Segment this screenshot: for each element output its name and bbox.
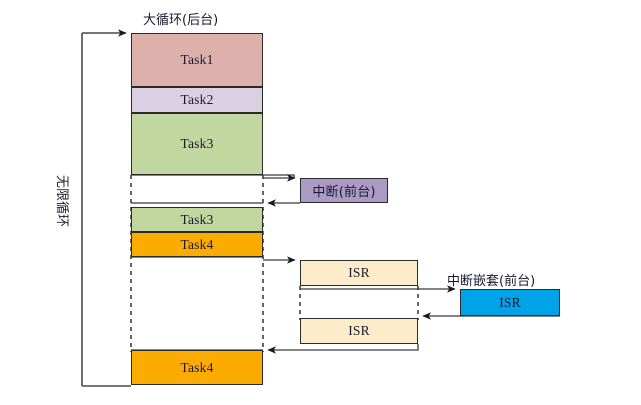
task-block-task4-resume: Task4 [131, 350, 263, 385]
infinite-loop-arrow [81, 29, 131, 387]
task-block-task3: Task3 [131, 113, 263, 175]
isr-block-upper: ISR [300, 260, 418, 286]
dashed-guides [130, 175, 264, 352]
gap-rules [131, 174, 263, 351]
infinite-loop-label: 无限循环 [54, 175, 69, 228]
dashed-guides-isr [299, 286, 419, 320]
isr-block-lower: ISR [300, 318, 418, 344]
arrow-isr-to-task4 [267, 344, 419, 354]
arrow-task-to-interrupt [263, 174, 296, 182]
background-loop-title: 大循环(后台) [143, 13, 219, 28]
task-block-task3-resume: Task3 [131, 207, 263, 232]
figure-caption [0, 398, 641, 405]
nested-isr-block: ISR [460, 289, 560, 316]
task-block-task2: Task2 [131, 87, 263, 113]
nested-interrupt-title: 中断嵌套(前台) [447, 274, 536, 289]
task-block-task4: Task4 [131, 232, 263, 257]
interrupt-block: 中断(前台) [300, 178, 388, 203]
task-block-task1: Task1 [131, 33, 263, 87]
